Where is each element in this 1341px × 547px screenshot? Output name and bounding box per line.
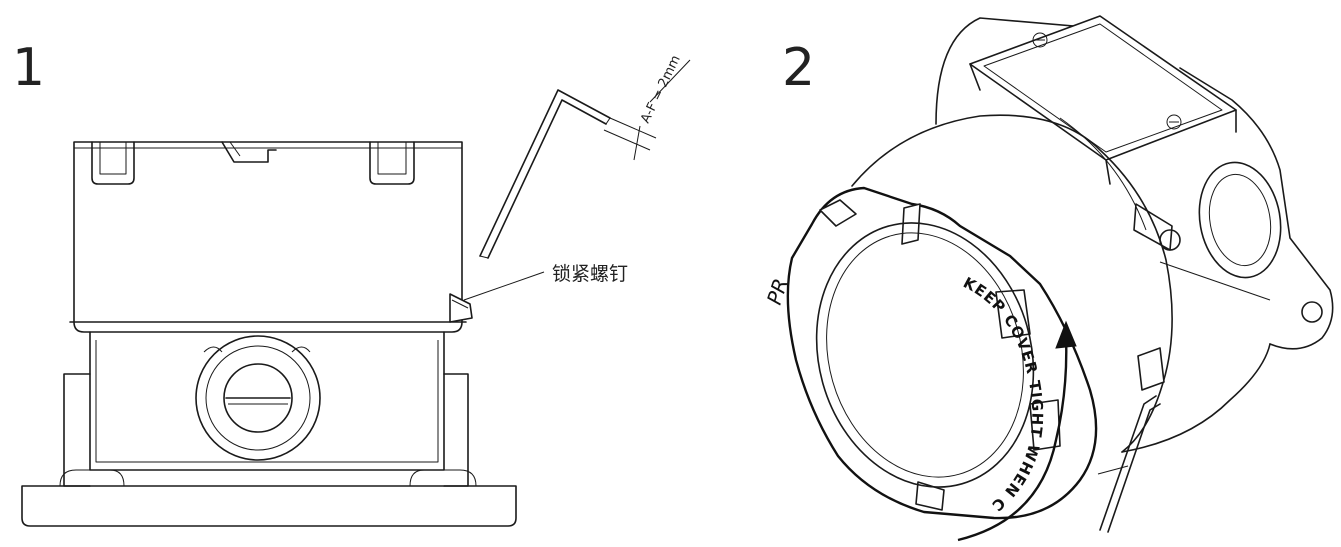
locking-screw-label: 锁紧螺钉	[552, 263, 628, 285]
cover-warning-text: KEEP COVER TIGHT WHEN CIRCUITS ALIVE	[0, 0, 1045, 515]
step-2-number: 2	[782, 38, 815, 98]
hex-key-tool	[479, 89, 611, 259]
junction-box-front-view	[21, 141, 517, 527]
dimension-label: A-F = 2mm	[638, 53, 684, 126]
dimension-callout: A-F = 2mm	[603, 53, 691, 161]
junction-box-isometric-view	[786, 15, 1334, 542]
cover-warning-path: KEEP COVER TIGHT WHEN CIRCUITS ALIVE	[0, 0, 1045, 515]
step-1-number: 1	[12, 38, 45, 98]
locking-screw-callout: 锁紧螺钉	[463, 263, 628, 301]
